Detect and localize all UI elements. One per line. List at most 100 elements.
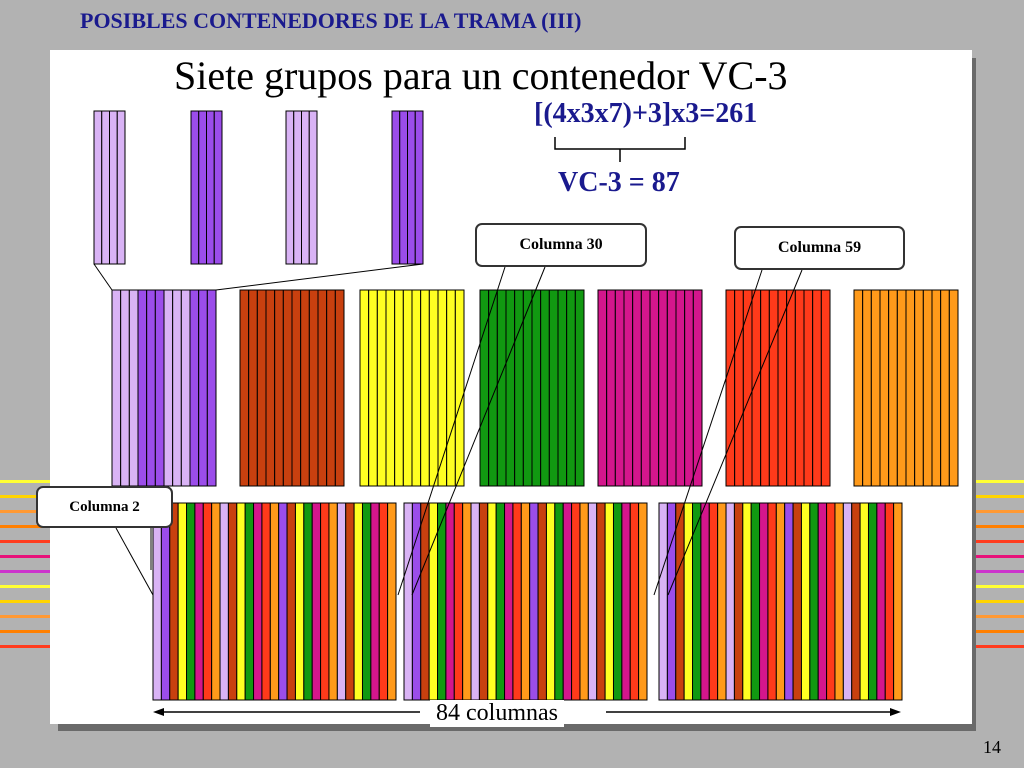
- multiplexed-column: [211, 502, 221, 701]
- group-column: [172, 289, 182, 487]
- decorative-stripe: [0, 585, 55, 588]
- multiplexed-column: [658, 502, 668, 701]
- group-column: [402, 289, 413, 487]
- multiplexed-column: [826, 502, 836, 701]
- group-column: [368, 289, 378, 487]
- tributary-column: [109, 110, 118, 265]
- group-column: [420, 289, 430, 487]
- multiplexed-column: [478, 502, 489, 701]
- callout-column-30: Columna 30: [475, 223, 647, 267]
- multiplexed-column: [604, 502, 614, 701]
- callout-column-59: Columna 59: [734, 226, 905, 270]
- group-column: [794, 289, 805, 487]
- decorative-stripe: [0, 510, 55, 513]
- multiplexed-column: [512, 502, 522, 701]
- multiplexed-column: [236, 502, 246, 701]
- group-column: [812, 289, 822, 487]
- multiplexed-column: [792, 502, 802, 701]
- group-column: [428, 289, 439, 487]
- decorative-stripe: [975, 645, 1024, 648]
- group-column: [146, 289, 156, 487]
- decorative-stripe: [0, 540, 55, 543]
- group-column: [862, 289, 872, 487]
- group-column: [505, 289, 516, 487]
- group-column: [879, 289, 890, 487]
- group-column: [206, 289, 217, 487]
- multiplexed-column: [700, 502, 710, 701]
- decorative-stripe: [0, 645, 55, 648]
- decorative-stripe: [975, 525, 1024, 528]
- group-column: [574, 289, 585, 487]
- multiplexed-column: [876, 502, 886, 701]
- multiplexed-column: [708, 502, 719, 701]
- multiplexed-column: [462, 502, 472, 701]
- multiplexed-column: [842, 502, 853, 701]
- group-column: [914, 289, 924, 487]
- tributary-column: [399, 110, 408, 265]
- tributary-column: [414, 110, 424, 265]
- group-column: [376, 289, 387, 487]
- tributary-column: [293, 110, 302, 265]
- tributary-column: [285, 110, 295, 265]
- multiplexed-column: [717, 502, 727, 701]
- group-column: [666, 289, 677, 487]
- group-column: [531, 289, 542, 487]
- multiplexed-column: [336, 502, 347, 701]
- funnel-line-right: [215, 263, 424, 291]
- group-column: [137, 289, 148, 487]
- multiplexed-column: [554, 502, 564, 701]
- multiplexed-column: [253, 502, 263, 701]
- multiplexed-column: [487, 502, 497, 701]
- multiplexed-column: [759, 502, 769, 701]
- group-column: [274, 289, 284, 487]
- multiplexed-column: [219, 502, 229, 701]
- decorative-stripe: [975, 585, 1024, 588]
- multiplexed-column: [587, 502, 598, 701]
- decorative-stripe: [975, 510, 1024, 513]
- page-number: 14: [983, 737, 1001, 757]
- tributary-column: [116, 110, 126, 265]
- decorative-stripes-right: [975, 470, 1024, 660]
- group-column: [931, 289, 942, 487]
- funnel-line-left: [93, 263, 113, 291]
- group-column: [768, 289, 779, 487]
- multiplexed-column: [186, 502, 196, 701]
- group-column: [265, 289, 276, 487]
- group-column: [291, 289, 302, 487]
- group-column: [394, 289, 404, 487]
- tributary-column: [190, 110, 200, 265]
- decorative-stripe: [975, 555, 1024, 558]
- decorative-stripe: [0, 600, 55, 603]
- columns-arrowhead-right: [890, 708, 901, 716]
- multiplexed-column: [345, 502, 355, 701]
- multiplexed-column: [683, 502, 694, 701]
- group-column: [725, 289, 736, 487]
- group-column: [326, 289, 336, 487]
- group-column: [198, 289, 208, 487]
- group-column: [154, 289, 165, 487]
- multiplexed-column: [470, 502, 480, 701]
- group-column: [777, 289, 788, 487]
- group-column: [548, 289, 559, 487]
- group-column: [300, 289, 310, 487]
- decorative-stripe: [975, 540, 1024, 543]
- tributary-column: [101, 110, 110, 265]
- multiplexed-column: [278, 502, 288, 701]
- group-column: [308, 289, 319, 487]
- group-column: [905, 289, 916, 487]
- multiplexed-column: [733, 502, 744, 701]
- decorative-stripe: [975, 480, 1024, 483]
- group-column: [385, 289, 396, 487]
- group-column: [675, 289, 686, 487]
- callout-column-2: Columna 2: [36, 486, 173, 528]
- multiplexed-column: [428, 502, 439, 701]
- decorative-stripe: [975, 615, 1024, 618]
- decorative-stripe: [975, 570, 1024, 573]
- multiplexed-column: [420, 502, 430, 701]
- group-column: [128, 289, 139, 487]
- slide: Siete grupos para un contenedor VC-3 [(4…: [36, 50, 972, 727]
- group-column: [514, 289, 524, 487]
- decorative-stripe: [0, 630, 55, 633]
- group-column: [640, 289, 651, 487]
- group-column: [940, 289, 950, 487]
